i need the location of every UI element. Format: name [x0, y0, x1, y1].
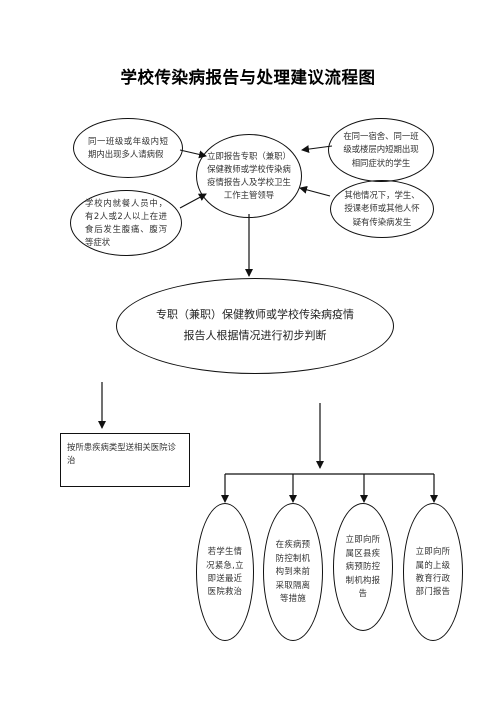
diagram-title: 学校传染病报告与处理建议流程图 [120, 68, 376, 87]
report-node: 立即报告专职（兼职）保健教师或学校传染病疫情报告人及学校卫生工作主管领导 [196, 134, 302, 218]
report-text: 立即报告专职（兼职）保健教师或学校传染病疫情报告人及学校卫生工作主管领导 [207, 150, 291, 201]
action-isolation-text: 在疾病预防控制机构到来前采取隔离等措施 [275, 539, 311, 604]
judgment-node: 专职（兼职）保健教师或学校传染病疫情 报告人根据情况进行初步判断 [116, 278, 394, 374]
action-emergency-node: 若学生情况紧急,立即送最近医院救治 [196, 503, 254, 641]
judgment-line-1: 专职（兼职）保健教师或学校传染病疫情 [156, 308, 354, 322]
action-isolation-node: 在疾病预防控制机构到来前采取隔离等措施 [263, 503, 323, 641]
source-class-leave: 同一班级或年级内短期内出现多人请病假 [73, 118, 183, 178]
arrow-dorm-to-report [301, 145, 333, 154]
action-cdc-report-node: 立即向所属区县疾病预防控制机构报告 [333, 503, 393, 631]
source-canteen: 学校内就餐人员中，有2人或2人以上在进食后发生腹痛、腹泻等症状 [70, 190, 182, 256]
action-emergency-text: 若学生情况紧急,立即送最近医院救治 [206, 546, 244, 597]
judgment-line-2: 报告人根据情况进行初步判断 [183, 329, 327, 342]
source-other: 其他情况下，学生、授课老师或其他人怀疑有传染病发生 [330, 180, 434, 238]
source-dorm: 在同一宿舍、同一班级或楼层内短期出现相同症状的学生 [328, 118, 434, 182]
action-cdc-report-text: 立即向所属区县疾病预防控制机构报告 [345, 534, 381, 599]
source-canteen-text: 学校内就餐人员中，有2人或2人以上在进食后发生腹痛、腹泻等症状 [85, 197, 167, 248]
hospital-text: 按所患疾病类型送相关医院诊治 [67, 442, 176, 466]
source-class-leave-text: 同一班级或年级内短期内出现多人请病假 [88, 135, 168, 159]
action-edu-report-node: 立即向所属的上级教育行政部门报告 [403, 503, 463, 641]
action-edu-report-text: 立即向所属的上级教育行政部门报告 [415, 546, 451, 597]
source-other-text: 其他情况下，学生、授课老师或其他人怀疑有传染病发生 [344, 190, 420, 227]
source-dorm-text: 在同一宿舍、同一班级或楼层内短期出现相同症状的学生 [343, 131, 419, 168]
hospital-box: 按所患疾病类型送相关医院诊治 [60, 433, 190, 487]
arrow-other-to-report [299, 185, 331, 197]
